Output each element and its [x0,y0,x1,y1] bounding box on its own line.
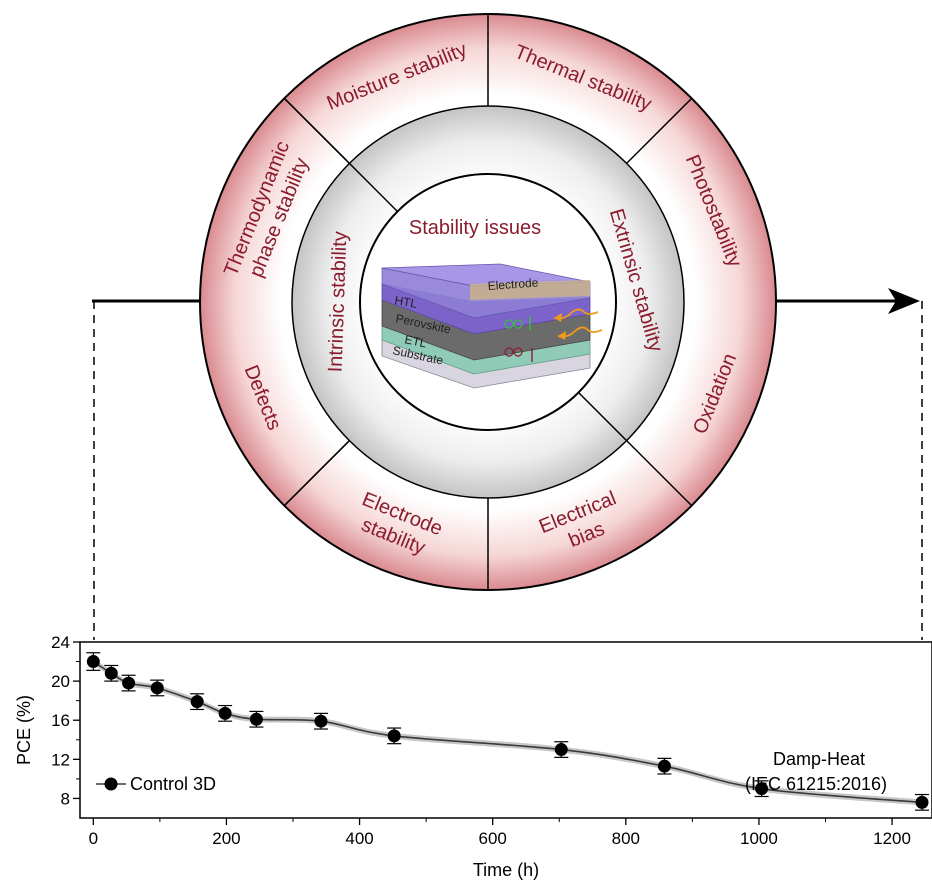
pce-chart: 0 200 400 600 800 1000 1200 8 12 16 20 24 PCE (%) T… [14,633,932,880]
annotation-line-2: (IEC 61215:2016) [745,774,887,794]
data-point [104,666,118,680]
segment-dividers [283,14,693,590]
device-stack-illustration: Electrode HTL Perovskite ETL Substrate [381,263,603,389]
light-ray-icon-2 [557,326,603,338]
plot-frame [79,641,932,819]
y-tick-label: 20 [51,672,70,691]
x-tick-label: 1000 [740,829,778,848]
electrode-contact [470,280,590,300]
outer-divider [283,440,350,507]
hole-icon [504,319,514,329]
electron-icon [504,347,514,357]
x-tick-label: 600 [479,829,507,848]
data-point [190,695,204,709]
light-arrow-icon-2 [558,331,566,340]
data-point [150,681,164,695]
outer-divider [626,440,693,507]
legend-marker [104,777,118,791]
annotation-line-1: Damp-Heat [773,749,865,769]
x-tick-label: 200 [212,829,240,848]
layer-label-htl: HTL [393,293,418,311]
intrinsic-stability-label: Intrinsic stability [325,231,352,373]
data-point [122,676,136,690]
x-tick-label: 1200 [873,829,911,848]
y-tick-label: 8 [61,789,70,808]
x-tick-label: 800 [612,829,640,848]
electron-icon-2 [513,347,523,357]
data-points [86,655,929,809]
data-point [657,759,671,773]
legend: Control 3D [96,774,216,794]
hole-icon-2 [513,319,523,329]
outer-divider [626,97,693,164]
y-axis-title: PCE (%) [14,695,34,765]
data-point [86,655,100,669]
data-point [387,729,401,743]
axis-ticks [73,641,893,825]
legend-label: Control 3D [130,774,216,794]
layer-label-electrode: Electrode [487,275,539,293]
center-title: Stability issues [409,217,541,239]
data-point [554,743,568,757]
middle-divider [577,391,628,442]
outer-divider [283,97,350,164]
middle-divider [348,162,399,213]
y-tick-label: 12 [51,750,70,769]
light-ray-icon [553,308,599,320]
tick-labels: 0 200 400 600 800 1000 1200 8 12 16 20 24 [51,633,911,848]
y-tick-label: 16 [51,711,70,730]
data-point [218,706,232,720]
layer-label-etl: ETL [403,332,428,350]
data-point [249,712,263,726]
y-tick-label: 24 [51,633,70,652]
data-point [755,782,769,796]
x-tick-label: 0 [89,829,98,848]
data-point [314,714,328,728]
arrow-head [888,288,920,314]
data-point [915,795,929,809]
light-arrow-icon [554,313,562,322]
x-tick-label: 400 [345,829,373,848]
x-axis-title: Time (h) [473,860,539,880]
